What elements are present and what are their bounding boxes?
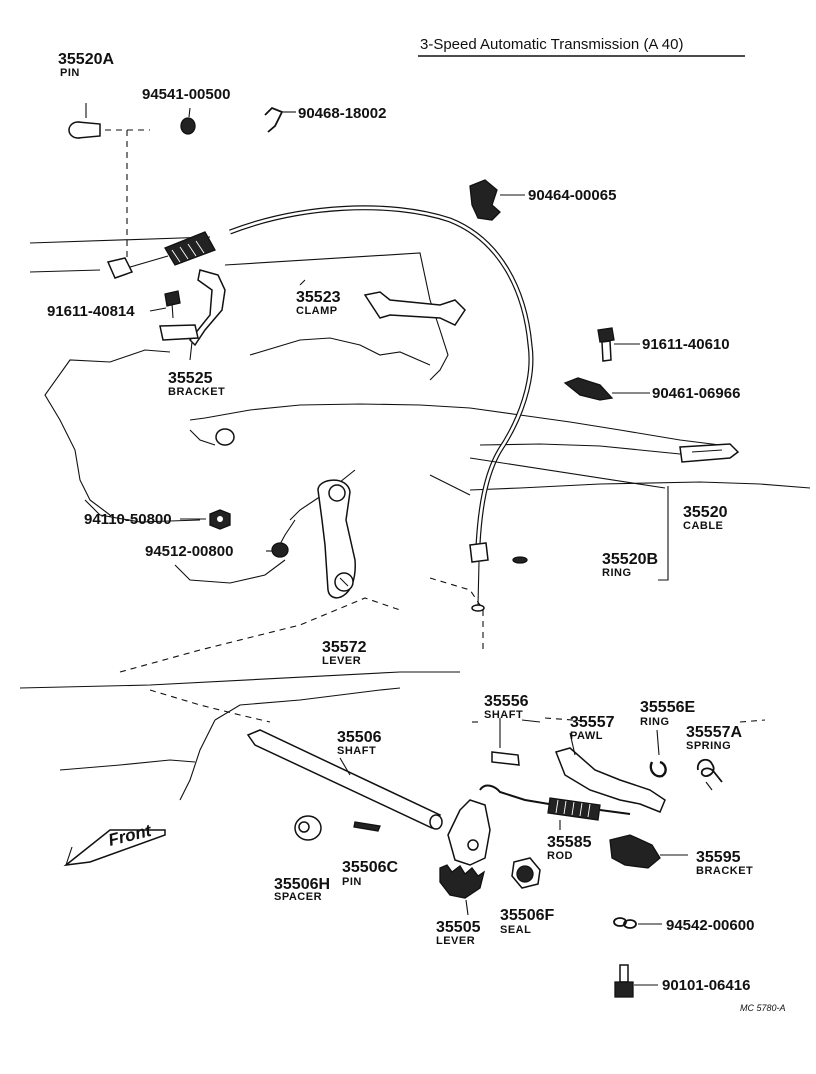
front-direction-arrow: Front xyxy=(63,821,166,867)
part-labels: 35520A PIN 94541-00500 90468-18002 90464… xyxy=(47,51,786,1013)
part-bracket-35595 xyxy=(609,834,688,869)
part-pawl-35557 xyxy=(521,719,666,813)
part-ring-35520B xyxy=(512,556,528,564)
part-number: 35506F xyxy=(500,907,554,924)
part-spring-35557A xyxy=(696,758,723,791)
cable-bracket-lines xyxy=(658,486,669,581)
part-washer-94541 xyxy=(180,107,196,135)
diagram-title: 3-Speed Automatic Transmission (A 40) xyxy=(420,36,683,53)
part-number: 90101-06416 xyxy=(662,977,750,994)
part-number: 90468-18002 xyxy=(298,105,386,122)
part-name: BRACKET xyxy=(696,865,753,877)
part-number: 35523 xyxy=(296,289,341,306)
part-shaft-35556 xyxy=(472,718,520,766)
part-number: 35525 xyxy=(168,370,213,387)
part-name: ROD xyxy=(547,850,573,862)
part-clamp-90464 xyxy=(469,179,525,221)
part-pin-35506C xyxy=(353,821,381,832)
part-clip-94542 xyxy=(613,917,662,929)
part-name: SPRING xyxy=(686,740,731,752)
part-seal-35506F xyxy=(511,857,541,889)
part-name: PIN xyxy=(342,876,362,888)
part-washer-94512 xyxy=(266,542,289,558)
part-clip-90468 xyxy=(264,106,296,133)
part-number: 35520A xyxy=(58,51,114,68)
part-number: 35556 xyxy=(484,693,529,710)
part-number: 91611-40814 xyxy=(47,303,135,320)
part-name: LEVER xyxy=(322,655,361,667)
part-number: 35557A xyxy=(686,724,742,741)
reference-lines xyxy=(105,129,766,723)
part-clip-90461 xyxy=(563,377,650,401)
part-number: 35520B xyxy=(602,551,658,568)
part-pin-35520A xyxy=(68,103,101,139)
part-number: 90461-06966 xyxy=(652,385,740,402)
part-name: SHAFT xyxy=(337,745,376,757)
part-number: 35556E xyxy=(640,699,695,716)
transmission-outline xyxy=(19,236,811,801)
part-number: 35506C xyxy=(342,859,398,876)
part-bolt-91611-40814 xyxy=(149,290,181,319)
part-shaft-35506 xyxy=(246,729,443,830)
part-number: 35595 xyxy=(696,849,741,866)
part-number: 94541-00500 xyxy=(142,86,230,103)
part-name: RING xyxy=(602,567,632,579)
part-number: 94512-00800 xyxy=(145,543,233,560)
part-number: 35557 xyxy=(570,714,615,731)
part-number: 94110-50800 xyxy=(84,511,172,528)
part-number: 35505 xyxy=(436,919,481,936)
part-number: 35506H xyxy=(274,876,330,893)
part-name: PIN xyxy=(60,67,80,79)
part-clamp-35523 xyxy=(299,279,466,326)
part-number: 35506 xyxy=(337,729,382,746)
shift-cable xyxy=(106,205,666,612)
part-name: BRACKET xyxy=(168,386,225,398)
part-name: PAWL xyxy=(570,730,603,742)
part-ring-35556E xyxy=(649,729,667,778)
part-name: RING xyxy=(640,716,670,728)
part-rod-35585 xyxy=(479,784,631,830)
part-lever-35505 xyxy=(439,799,491,916)
part-bolt-90101 xyxy=(614,964,658,998)
part-number: 91611-40610 xyxy=(642,336,730,353)
part-lever-35572 xyxy=(317,479,356,599)
part-bracket-35525 xyxy=(159,269,226,361)
part-name: SPACER xyxy=(274,891,322,903)
part-number: 35520 xyxy=(683,504,728,521)
part-name: CLAMP xyxy=(296,305,338,317)
part-name: SEAL xyxy=(500,924,531,936)
part-nut-94110 xyxy=(180,509,231,530)
part-name: CABLE xyxy=(683,520,723,532)
part-name: LEVER xyxy=(436,935,475,947)
part-number: 90464-00065 xyxy=(528,187,616,204)
figure-code: MC 5780-A xyxy=(740,1003,786,1013)
part-number: 35585 xyxy=(547,834,592,851)
part-number: 35572 xyxy=(322,639,367,656)
part-number: 94542-00600 xyxy=(666,917,754,934)
part-bolt-91611-40610 xyxy=(597,327,640,362)
part-name: SHAFT xyxy=(484,709,523,721)
part-spacer-35506H xyxy=(294,815,322,841)
